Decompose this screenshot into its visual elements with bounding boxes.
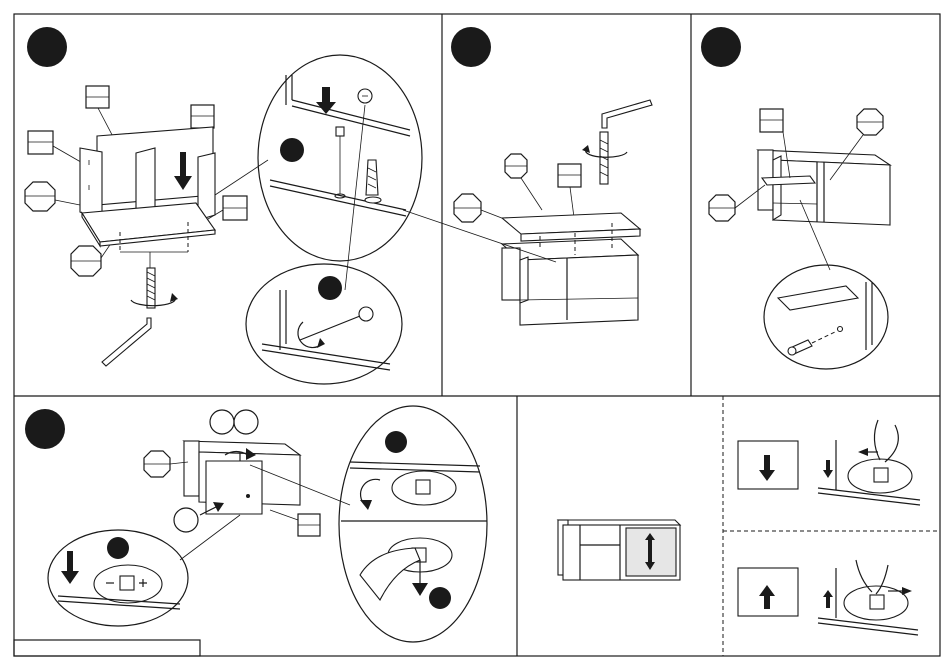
zoom-detail-cam-turn	[246, 264, 402, 384]
camlock-icon	[359, 307, 373, 321]
step-marker-1a	[280, 138, 304, 162]
zoom-detail-camlock	[258, 55, 422, 290]
step-5-cabinet	[558, 520, 680, 580]
door-panel	[206, 461, 262, 514]
allen-key-icon	[602, 100, 652, 128]
step-marker-1b	[318, 276, 342, 300]
left-side-panel	[80, 148, 102, 222]
cabinet-body	[520, 255, 638, 325]
step-marker-1	[27, 27, 67, 67]
cabinet-body	[773, 160, 890, 225]
door-clip-icon	[120, 576, 134, 590]
part-label-shelf	[760, 109, 783, 132]
hand-icon	[874, 420, 880, 460]
hand-icon	[360, 548, 420, 600]
door-clip-icon	[416, 480, 430, 494]
footer-note	[18, 642, 198, 654]
arrow-down-icon	[61, 551, 79, 584]
panel-frames	[14, 14, 940, 656]
quantity-circle-3	[174, 508, 198, 532]
step-marker-4	[25, 409, 65, 449]
quantity-circle-2	[234, 410, 258, 434]
part-label-side	[28, 131, 53, 154]
allen-key-icon	[102, 318, 151, 366]
step-marker-4a	[107, 537, 129, 559]
zoom-detail-door-clip	[339, 406, 487, 642]
quantity-circle-1	[210, 410, 234, 434]
step-marker-3	[701, 27, 741, 67]
step-6-install	[738, 560, 918, 635]
part-label-top	[558, 164, 581, 187]
step-6-remove	[738, 420, 920, 505]
dowel-icon	[366, 160, 378, 195]
hardware-label-1	[25, 182, 55, 211]
step-1-diagram	[25, 86, 268, 366]
door-clip-icon	[870, 595, 884, 609]
screwdriver	[300, 316, 360, 340]
step-4-diagram	[48, 410, 350, 626]
arrow-down-icon	[412, 583, 428, 596]
step-2-diagram	[403, 100, 652, 325]
arrow-down-icon	[823, 460, 833, 478]
step-marker-2	[451, 27, 491, 67]
step-marker-4b	[385, 431, 407, 453]
step-marker-4c	[429, 587, 451, 609]
arrow-right-icon	[902, 587, 912, 595]
part-label-divider	[191, 105, 214, 128]
door-clip-icon	[874, 468, 888, 482]
step-3-diagram	[709, 109, 890, 369]
arrow-up-icon	[823, 590, 833, 608]
shelf	[762, 176, 815, 185]
